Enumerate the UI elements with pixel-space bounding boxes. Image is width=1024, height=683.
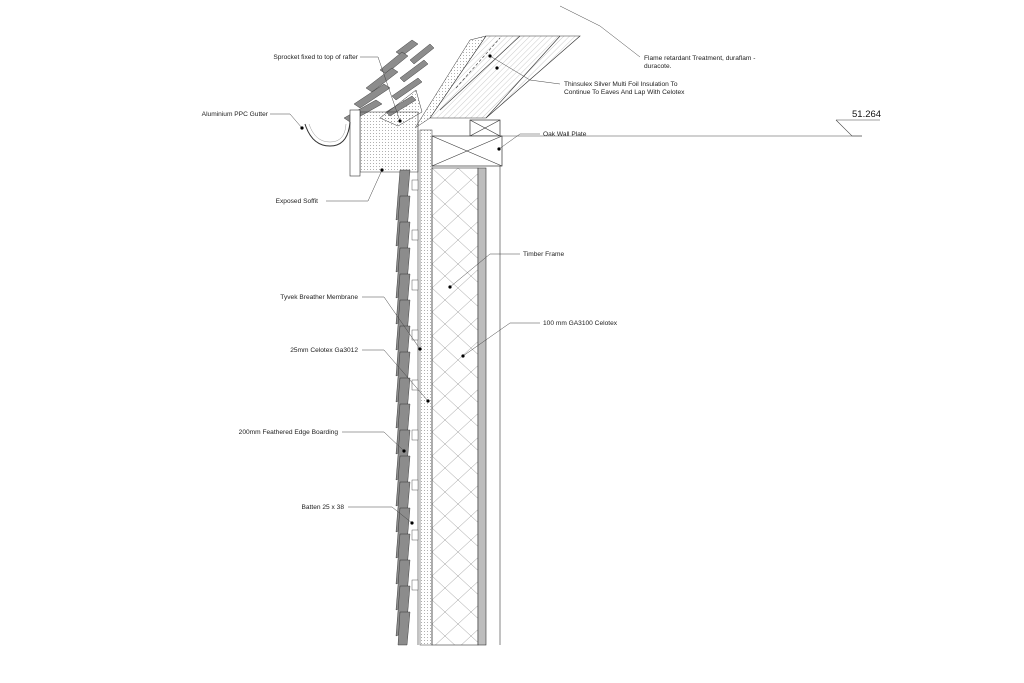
label-gutter: Aluminium PPC Gutter: [202, 111, 269, 118]
rafter-zone: [414, 35, 487, 129]
label-boarding: 200mm Feathered Edge Boarding: [239, 429, 339, 436]
roof-assembly: [304, 35, 880, 177]
eaves-timber: [359, 111, 419, 173]
label-thinsulex-2: Continue To Eaves And Lap With Celotex: [564, 89, 685, 96]
level-marker: [835, 119, 862, 137]
battens: [411, 179, 419, 591]
timber-frame-stud: [477, 167, 487, 646]
label-celotex-25: 25mm Celotex Ga3012: [290, 347, 358, 354]
label-batten: Batten 25 x 38: [301, 504, 344, 511]
celotex-25mm-layer: [419, 129, 433, 646]
fascia-board: [349, 109, 361, 177]
label-level: 51.264: [852, 109, 881, 120]
leaders: [270, 5, 641, 524]
wall-assembly: [395, 129, 501, 646]
labels: Sprocket fixed to top of rafter Flame re…: [202, 54, 881, 511]
label-flame-retardant-2: duracote.: [644, 63, 672, 70]
leader-dots: [300, 54, 501, 525]
label-oak-wall-plate: Oak Wall Plate: [543, 131, 587, 138]
gutter: [304, 121, 351, 147]
label-thinsulex-1: Thinsulex Silver Multi Foil Insulation T…: [564, 81, 678, 88]
label-exposed-soffit: Exposed Soffit: [276, 198, 319, 205]
label-timber-frame: Timber Frame: [523, 251, 564, 258]
label-flame-retardant-1: Flame retardant Treatment, duraflam -: [644, 55, 755, 62]
celotex-100mm-insulation: [431, 167, 479, 646]
label-celotex-100: 100 mm GA3100 Celotex: [543, 320, 618, 327]
feathered-edge-boarding: [395, 169, 411, 646]
label-tyvek: Tyvek Breather Membrane: [280, 294, 358, 301]
label-sprocket: Sprocket fixed to top of rafter: [273, 54, 358, 61]
